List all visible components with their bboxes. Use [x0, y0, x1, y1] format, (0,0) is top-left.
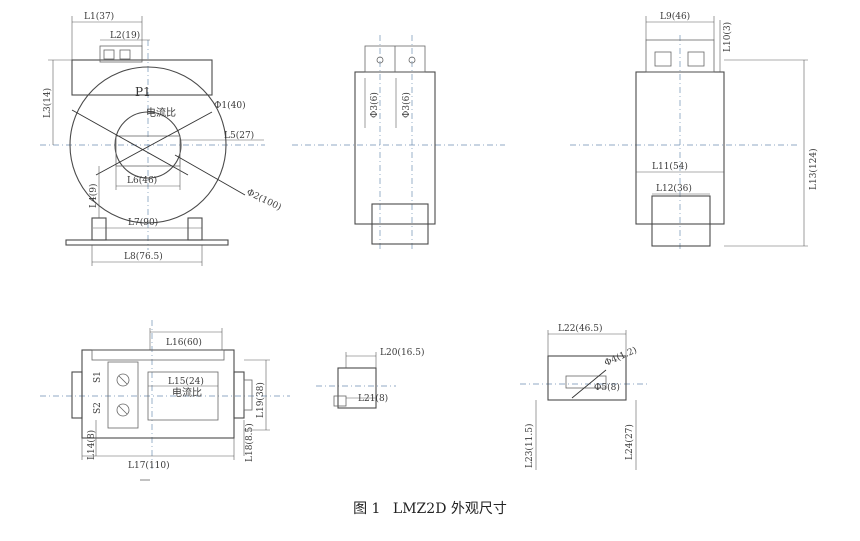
dim-l15: L15(24) [168, 376, 204, 387]
terminal-s2: S2 [93, 402, 103, 414]
dim-l23: L23(11.5) [524, 424, 535, 469]
dim-l18: L18(8.5) [244, 423, 255, 462]
dim-l4: L4(9) [88, 184, 99, 208]
dim-l7: L7(90) [128, 217, 158, 228]
figure-caption: 图 1 LMZ2D 外观尺寸 [0, 498, 860, 518]
dim-l10: L10(3) [722, 22, 733, 52]
dim-l9: L9(46) [660, 11, 690, 22]
back-view: L9(46) L10(3) L13(124) L11(54) L12(36) [570, 11, 819, 250]
dim-phi1: Φ1(40) [214, 100, 246, 111]
dim-l2: L2(19) [110, 30, 140, 41]
ratio-label: 电流比 [146, 106, 176, 119]
front-view: L1(37) L2(19) L3(14) P1 电流比 Φ1(40) L5(27… [40, 11, 283, 266]
ratio-label-bottom: 电流比 [172, 386, 202, 399]
dim-l6: L6(46) [127, 175, 157, 186]
terminal-s1: S1 [93, 371, 103, 383]
figure-title: LMZ2D 外观尺寸 [392, 501, 507, 517]
dim-phi2: Φ2(100) [245, 187, 283, 213]
dim-l13: L13(124) [808, 148, 819, 190]
dim-l21: L21(8) [358, 393, 388, 404]
bracket-detail: L20(16.5) L21(8) [316, 347, 425, 409]
mounting-plate-detail: L22(46.5) Φ4(1.2) Φ5(8) L23(11.5) L24(27… [520, 323, 650, 470]
dim-l16: L16(60) [166, 337, 202, 348]
dim-l5: L5(27) [224, 130, 254, 141]
dim-l24: L24(27) [624, 424, 635, 460]
dim-l3: L3(14) [42, 88, 53, 118]
dim-l14: L14(8) [86, 430, 97, 460]
dim-l22: L22(46.5) [558, 323, 603, 334]
dim-phi3-left: Φ3(6) [369, 92, 380, 118]
dim-phi5: Φ5(8) [594, 382, 620, 393]
bottom-view: L16(60) L15(24) 电流比 S1 S2 L19(38) L14(8)… [40, 320, 290, 481]
dim-l19: L19(38) [255, 382, 266, 418]
dim-phi4: Φ4(1.2) [603, 345, 639, 369]
dim-l11: L11(54) [652, 161, 688, 172]
dim-phi3-right: Φ3(6) [401, 92, 412, 118]
figure-number: 图 1 [353, 501, 381, 517]
dim-l20: L20(16.5) [380, 347, 425, 358]
side-view: Φ3(6) Φ3(6) [292, 35, 505, 250]
mark-p1: P1 [135, 85, 151, 99]
dim-l1: L1(37) [84, 11, 114, 22]
dim-l8: L8(76.5) [124, 251, 163, 262]
dim-l12: L12(36) [656, 183, 692, 194]
dim-l17: L17(110) [128, 460, 170, 471]
